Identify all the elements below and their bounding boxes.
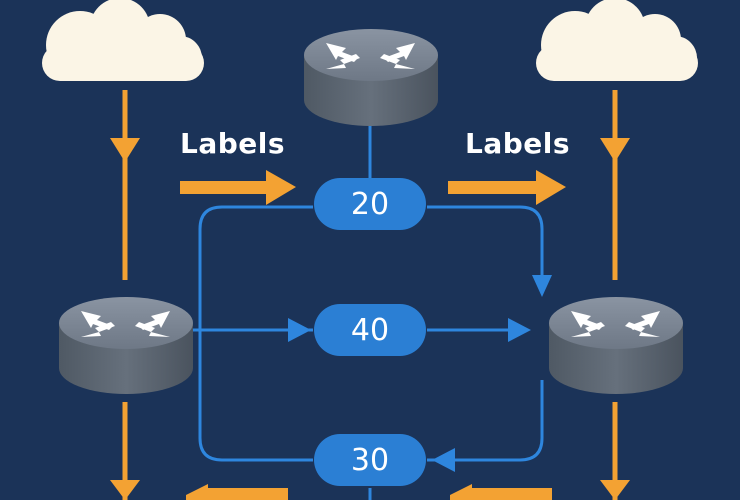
- labels-text-left: Labels: [180, 127, 286, 160]
- orange-flow-right: [600, 90, 630, 500]
- label-pill-middle: 40: [314, 304, 426, 356]
- router-icon-top: [304, 29, 438, 126]
- label-pill-top: 20: [314, 178, 426, 230]
- arrow-icon-right: [448, 170, 566, 205]
- cloud-icon-left: [42, 0, 204, 81]
- router-icon-left: [59, 297, 193, 394]
- router-icon-right: [549, 297, 683, 394]
- blue-arrowheads: [288, 275, 552, 472]
- arrow-icon-left: [180, 170, 296, 205]
- arrow-icon-bottom-left: [186, 484, 288, 500]
- label-pill-bottom: 30: [314, 434, 426, 486]
- cloud-icon-right: [536, 0, 698, 81]
- labels-text-right: Labels: [465, 127, 571, 160]
- arrow-icon-bottom-right: [450, 484, 552, 500]
- orange-flow-left: [110, 90, 140, 500]
